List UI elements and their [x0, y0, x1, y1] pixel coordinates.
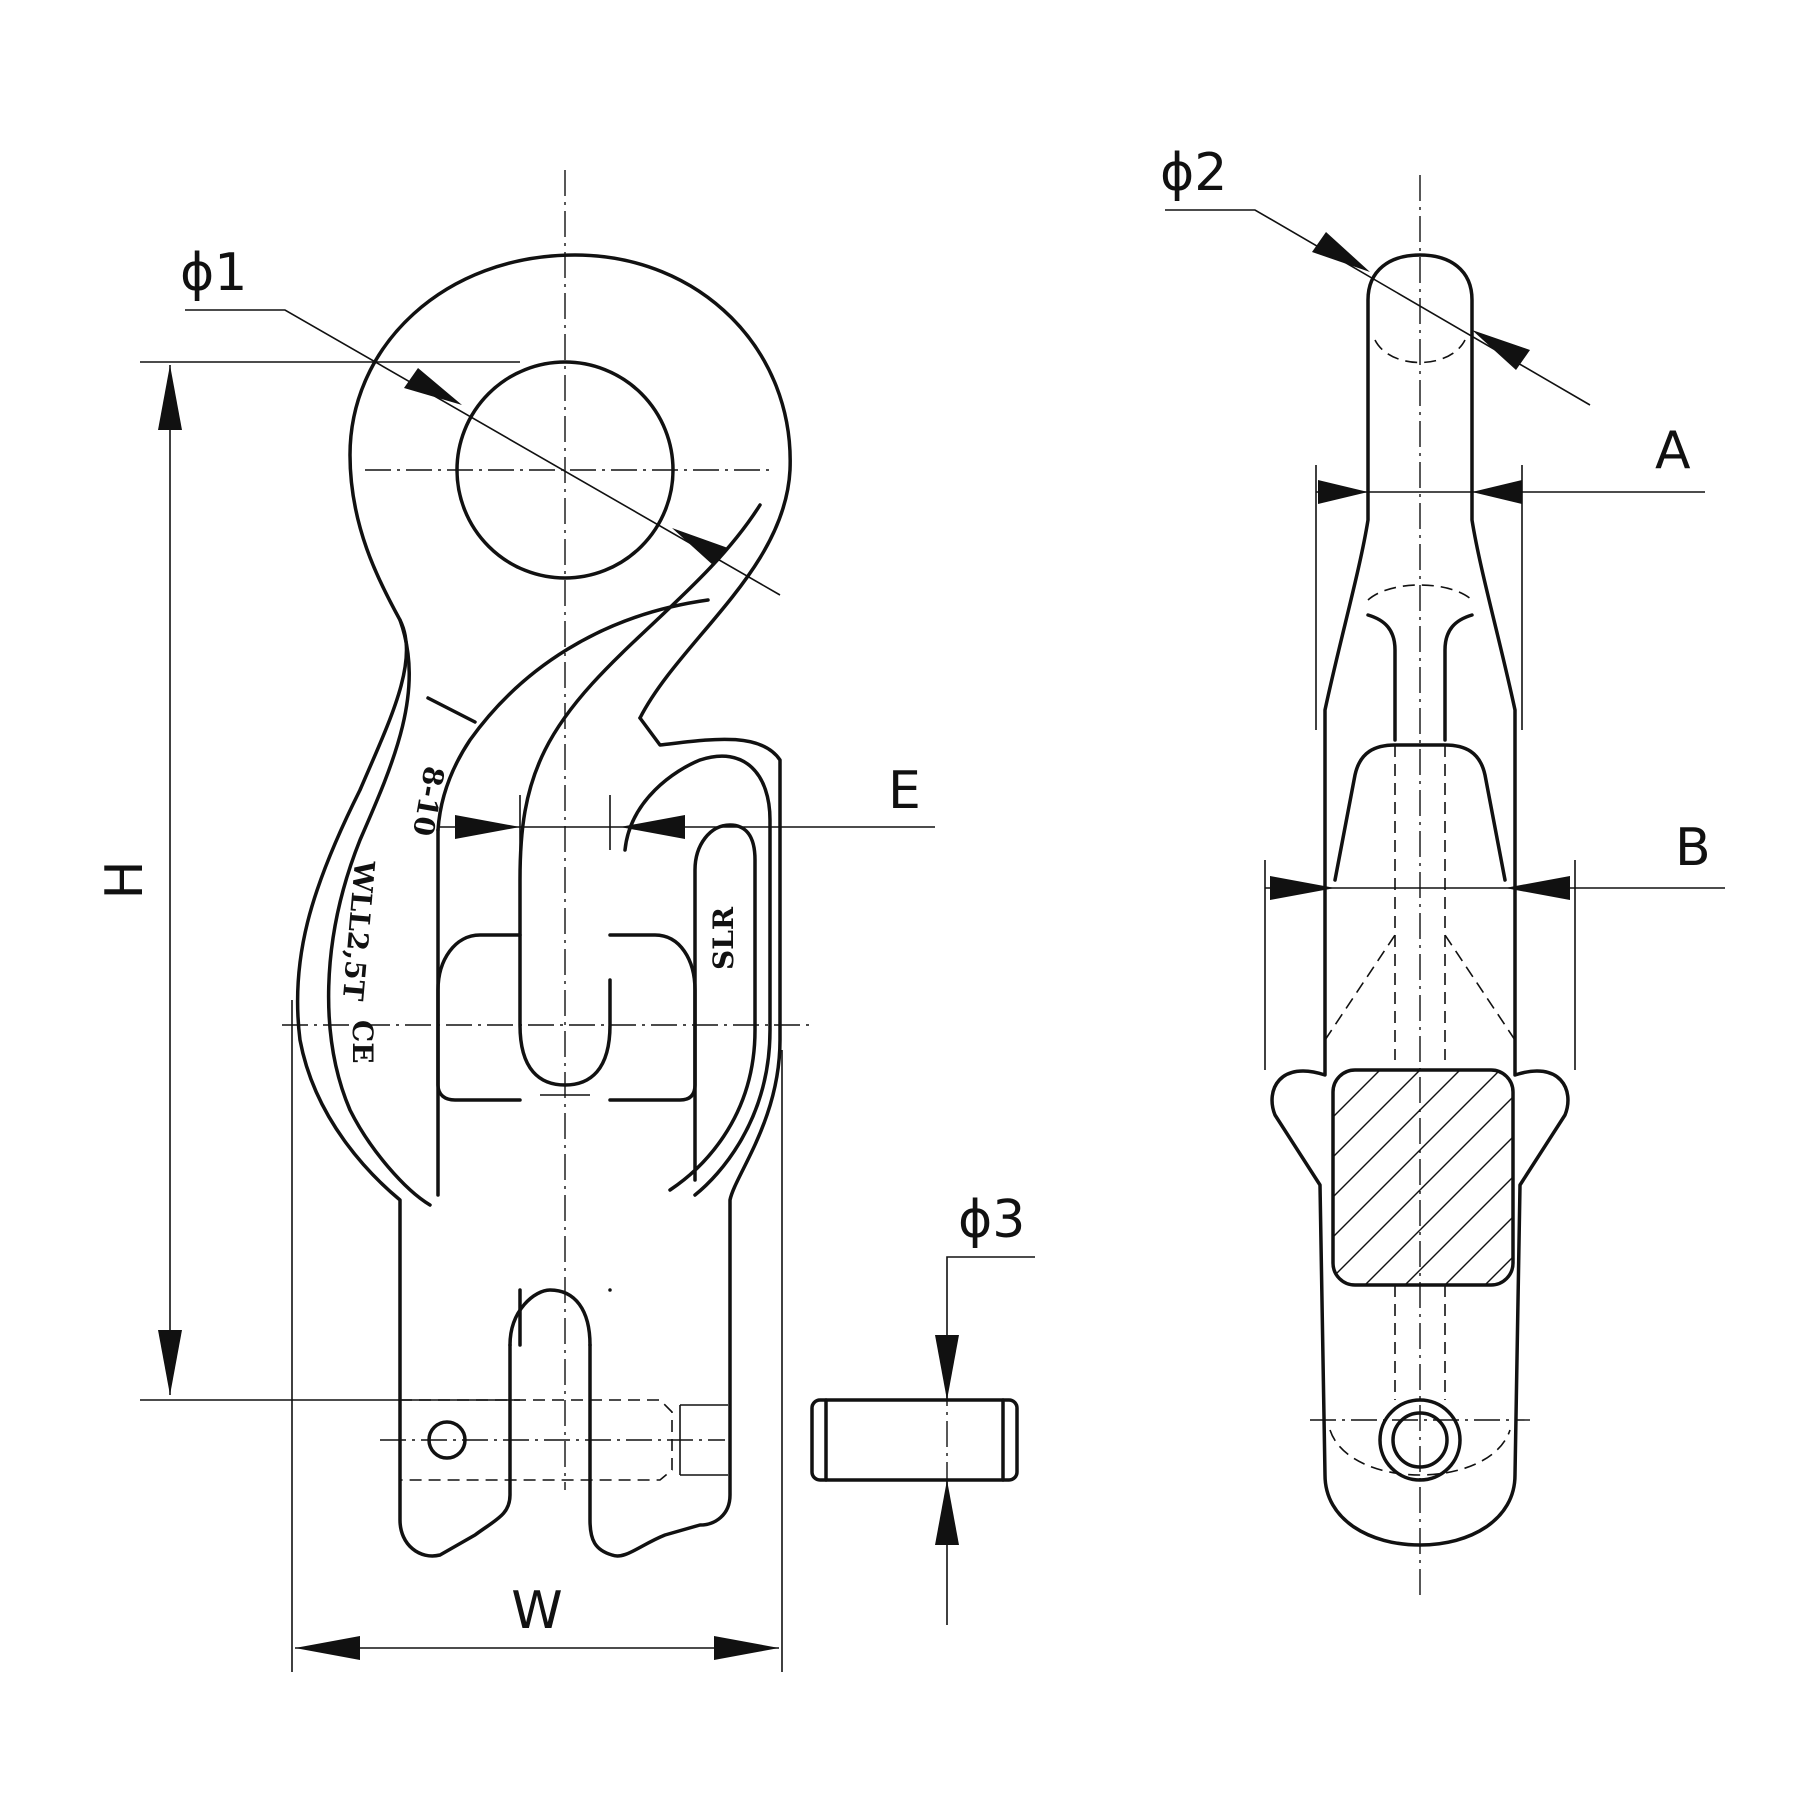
dim-phi2: ϕ2: [1160, 143, 1591, 406]
hidden-locking-pin: [400, 1399, 673, 1481]
wll-text: WLL2,5T: [336, 858, 381, 1002]
side-outline: [1270, 253, 1570, 1547]
side-neck-hidden-top: [1367, 584, 1473, 601]
clutch-window-right: [608, 933, 697, 1102]
dim-phi1: ϕ1: [180, 243, 781, 596]
maker-text: SLR: [707, 906, 740, 970]
side-neck: [1366, 613, 1397, 742]
dim-a: A: [1315, 421, 1705, 730]
dim-b: B: [1264, 818, 1725, 1070]
side-hidden-v: [1324, 934, 1516, 1041]
eye-hole: [455, 360, 675, 580]
hatch-pattern: [1333, 1070, 1513, 1285]
ce-marking: CE: [346, 1020, 379, 1064]
center-slot-upper-end: [518, 1288, 612, 1347]
frame-right-outline: [588, 716, 782, 1558]
label-b: B: [1675, 818, 1711, 878]
locking-pin-hole: [427, 1420, 467, 1460]
hatched-section: [1331, 1068, 1515, 1287]
maker-marking: SLR: [707, 906, 740, 970]
side-pin-outer: [1378, 1398, 1462, 1482]
wll-marking: WLL2,5T: [336, 858, 381, 1002]
clutch-window: [436, 933, 522, 1102]
label-phi3: ϕ3: [958, 1190, 1025, 1250]
slot-right-wall: [623, 754, 772, 1197]
label-w: W: [511, 1581, 562, 1641]
side-pin-hidden-arc: [1329, 1429, 1511, 1476]
dim-w: W: [291, 1000, 783, 1672]
slot-right-inner: [668, 823, 757, 1192]
lower-slot: [508, 1288, 592, 1347]
label-a: A: [1655, 421, 1691, 481]
dim-e: E: [440, 761, 935, 850]
pin-body: [810, 1398, 1019, 1482]
side-clutch-block: [1333, 743, 1507, 882]
front-view: 8-10 WLL2,5T CE SLR ϕ1 H: [95, 170, 935, 1672]
label-phi1: ϕ1: [180, 243, 247, 303]
label-phi2: ϕ2: [1160, 143, 1227, 203]
label-e: E: [888, 761, 921, 821]
body-inner-edge: [326, 618, 432, 1207]
label-h: H: [95, 860, 155, 899]
side-pin-inner: [1391, 1411, 1449, 1469]
dim-h: H: [95, 361, 520, 1401]
locking-pin-detail: ϕ3: [810, 1190, 1035, 1625]
hook-throat-upper: [436, 598, 710, 832]
side-neck-right: [1443, 613, 1474, 742]
stamp-dash: [426, 696, 477, 724]
body-outline: [295, 253, 792, 1558]
ce-text: CE: [346, 1020, 379, 1064]
hook-tongue: [518, 503, 762, 1087]
dim-phi3: ϕ3: [935, 1190, 1035, 1625]
side-eye-hidden: [1374, 339, 1466, 364]
side-view: ϕ2 A B: [1160, 143, 1725, 1600]
